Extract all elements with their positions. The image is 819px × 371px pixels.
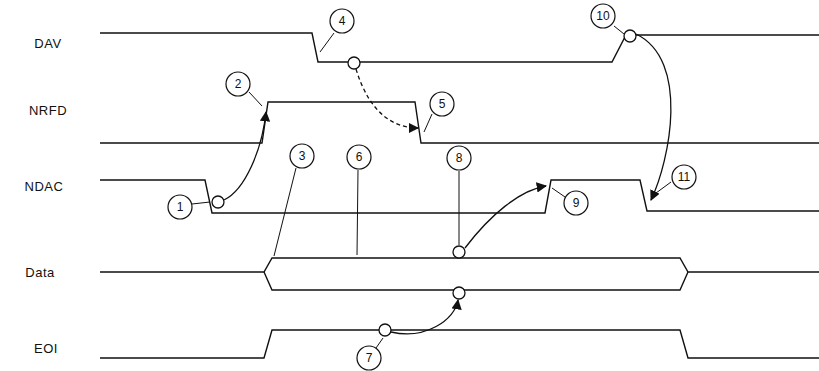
callout-number: 9 bbox=[573, 196, 580, 210]
callout-circles bbox=[168, 4, 696, 370]
data-bus-upper bbox=[100, 258, 819, 272]
signal-name: Data bbox=[25, 265, 54, 280]
callout-number: 1 bbox=[177, 200, 184, 214]
callout-number: 11 bbox=[678, 170, 690, 184]
handshake-arrows bbox=[224, 34, 671, 334]
callout-number: 3 bbox=[299, 149, 306, 163]
data-bus-lower bbox=[264, 272, 688, 290]
callout-number: 5 bbox=[439, 97, 446, 111]
eoi-waveform bbox=[100, 330, 819, 358]
signal-name: DAV bbox=[34, 36, 61, 51]
callout-number: 7 bbox=[366, 351, 373, 365]
event-markers bbox=[212, 30, 636, 336]
signal-name: EOI bbox=[34, 341, 58, 356]
callout-number: 2 bbox=[235, 77, 242, 91]
callout-number: 6 bbox=[356, 150, 363, 164]
dav-waveform bbox=[100, 33, 819, 62]
signal-name: NDAC bbox=[25, 179, 64, 194]
callout-number: 8 bbox=[456, 151, 463, 165]
nrfd-waveform bbox=[100, 102, 819, 143]
callout-number: 4 bbox=[339, 14, 346, 28]
callout-number: 10 bbox=[596, 9, 609, 23]
signal-name: NRFD bbox=[29, 103, 67, 118]
callout-leaders bbox=[192, 26, 671, 348]
